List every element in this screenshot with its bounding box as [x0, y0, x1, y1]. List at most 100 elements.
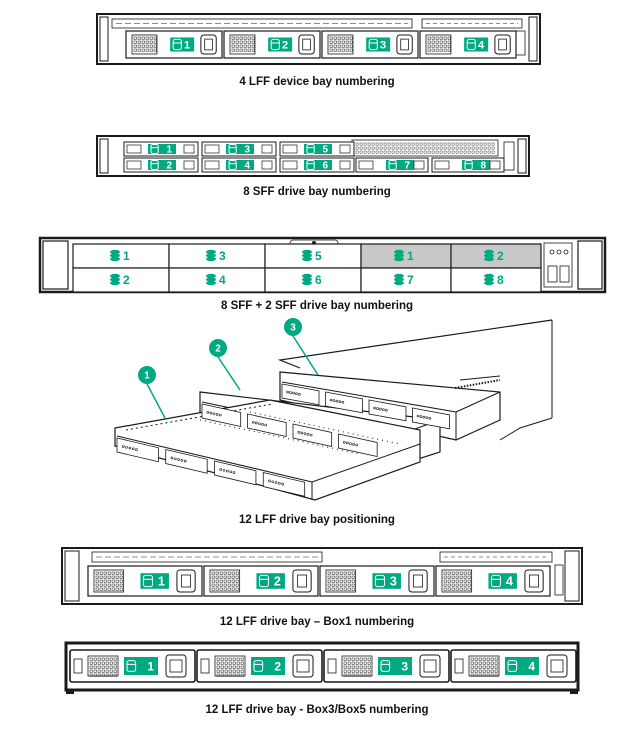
drive-bay-4[interactable]: 4 — [435, 565, 551, 597]
drive-bay-icon — [150, 160, 159, 170]
bay-number-label: 4 — [219, 273, 226, 287]
callout-1: 1 — [138, 366, 166, 419]
sff-bay-3[interactable]: 3 — [201, 141, 277, 157]
lff12-positioning-drawing — [114, 319, 553, 501]
sff-bay-4[interactable]: 4 — [201, 157, 277, 173]
sff-drive-icon — [484, 249, 494, 262]
bay-number-label: 7 — [407, 273, 414, 287]
sff-extra-bay-2[interactable]: 2 — [450, 243, 542, 269]
drive-bay-1[interactable]: 1 — [125, 30, 223, 59]
bay-number-label: 8 — [480, 161, 486, 172]
drive-bay-icon — [374, 574, 386, 588]
drive-bay-icon — [142, 574, 154, 588]
bay-number-label: 3 — [390, 575, 397, 589]
bay-number-label: 2 — [274, 659, 281, 673]
sff-bay-6[interactable]: 6 — [264, 267, 362, 293]
sff-bay-1[interactable]: 1 — [123, 141, 199, 157]
caption-sff8: 8 SFF drive bay numbering — [243, 186, 391, 198]
box35-chassis: 1 2 3 4 — [64, 641, 580, 694]
drive-bay-2[interactable]: 2 — [196, 649, 323, 683]
drive-bay-3[interactable]: 3 — [319, 565, 435, 597]
drive-bay-icon — [126, 660, 137, 672]
sff-bay-1[interactable]: 1 — [72, 243, 170, 269]
sff-drive-icon — [110, 249, 120, 262]
sff-bay-2[interactable]: 2 — [72, 267, 170, 293]
drive-bay-3[interactable]: 3 — [323, 649, 450, 683]
drive-bay-icon — [306, 160, 315, 170]
sff8-2-chassis: 1 2 3 4 5 6 1 2 7 8 — [38, 236, 607, 294]
bay-number-label: 4 — [244, 161, 250, 172]
caption-lff12-box1: 12 LFF drive bay – Box1 numbering — [219, 616, 415, 628]
drive-bay-3[interactable]: 3 — [321, 30, 419, 59]
bay-number-label: 1 — [166, 145, 172, 156]
sff-bay-8[interactable]: 8 — [431, 157, 505, 173]
drive-bay-icon — [150, 144, 159, 154]
positioning-callouts: 1 2 3 — [138, 318, 319, 419]
sff-bay-6[interactable]: 6 — [279, 157, 355, 173]
drive-bay-2[interactable]: 2 — [223, 30, 321, 59]
sff-bay-7[interactable]: 7 — [355, 157, 429, 173]
caption-sff8-2: 8 SFF + 2 SFF drive bay numbering — [220, 300, 414, 312]
sff8-chassis: 1 2 3 4 56 7 8 — [96, 135, 530, 177]
callout-circle — [209, 339, 227, 357]
sff-bay-4[interactable]: 4 — [168, 267, 266, 293]
bay-number-label: 2 — [123, 273, 130, 287]
sff-bay-5[interactable]: 5 — [264, 243, 362, 269]
bay-number-label: 1 — [184, 40, 190, 52]
drive-bay-4[interactable]: 4 — [450, 649, 577, 683]
sff-drive-icon — [110, 273, 120, 286]
sff-bay-2[interactable]: 2 — [123, 157, 199, 173]
lff4-chassis: 1 2 3 4 — [96, 13, 541, 65]
bay-number-label: 2 — [274, 575, 281, 589]
drive-bay-icon — [388, 160, 397, 170]
bay-number-label: 4 — [506, 575, 513, 589]
sff-drive-icon — [484, 273, 494, 286]
drive-bay-1[interactable]: 1 — [87, 565, 203, 597]
bay-number-label: 4 — [528, 659, 535, 673]
bay-number-label: 7 — [404, 161, 410, 172]
sff-bay-5[interactable]: 5 — [279, 141, 355, 157]
bay-number-label: 4 — [478, 40, 485, 52]
drive-bay-4[interactable]: 4 — [419, 30, 517, 59]
caption-lff4: 4 LFF device bay numbering — [239, 76, 395, 88]
callout-number: 1 — [144, 371, 150, 382]
drive-bay-icon — [270, 38, 280, 51]
bay-number-label: 1 — [407, 249, 414, 263]
callout-2: 2 — [209, 339, 241, 391]
sff-bay-3[interactable]: 3 — [168, 243, 266, 269]
sff-drive-icon — [302, 249, 312, 262]
drive-bay-icon — [253, 660, 264, 672]
bay-number-label: 1 — [147, 659, 154, 673]
bay-number-label: 2 — [166, 161, 172, 172]
caption-lff12-positioning: 12 LFF drive bay positioning — [239, 514, 395, 526]
sff-extra-bay-3[interactable]: 7 — [360, 267, 452, 293]
callout-number: 3 — [290, 323, 296, 334]
drive-bay-icon — [228, 160, 237, 170]
sff-drive-icon — [394, 273, 404, 286]
sff-drive-icon — [206, 249, 216, 262]
sff-extra-bay-4[interactable]: 8 — [450, 267, 542, 293]
sff-extra-bay-1[interactable]: 1 — [360, 243, 452, 269]
drive-bay-icon — [464, 160, 473, 170]
callout-number: 2 — [215, 344, 221, 355]
drive-bay-icon — [172, 38, 182, 51]
bay-number-label: 5 — [322, 145, 328, 156]
drive-bay-1[interactable]: 1 — [69, 649, 196, 683]
drive-bay-2[interactable]: 2 — [203, 565, 319, 597]
caption-lff12-box35: 12 LFF drive bay - Box3/Box5 numbering — [205, 704, 429, 716]
sff-drive-icon — [394, 249, 404, 262]
bay-number-label: 1 — [123, 249, 130, 263]
drive-bay-icon — [466, 38, 476, 51]
drive-bay-icon — [258, 574, 270, 588]
sff-drive-icon — [206, 273, 216, 286]
drive-bay-icon — [306, 144, 315, 154]
callout-3: 3 — [284, 318, 319, 376]
drive-bay-icon — [490, 574, 502, 588]
bay-number-label: 3 — [380, 40, 386, 52]
drive-bay-icon — [228, 144, 237, 154]
bay-number-label: 5 — [315, 249, 322, 263]
bay-number-label: 3 — [401, 659, 408, 673]
bay-number-label: 2 — [282, 40, 288, 52]
box1-chassis: 1 2 3 4 — [61, 547, 583, 605]
